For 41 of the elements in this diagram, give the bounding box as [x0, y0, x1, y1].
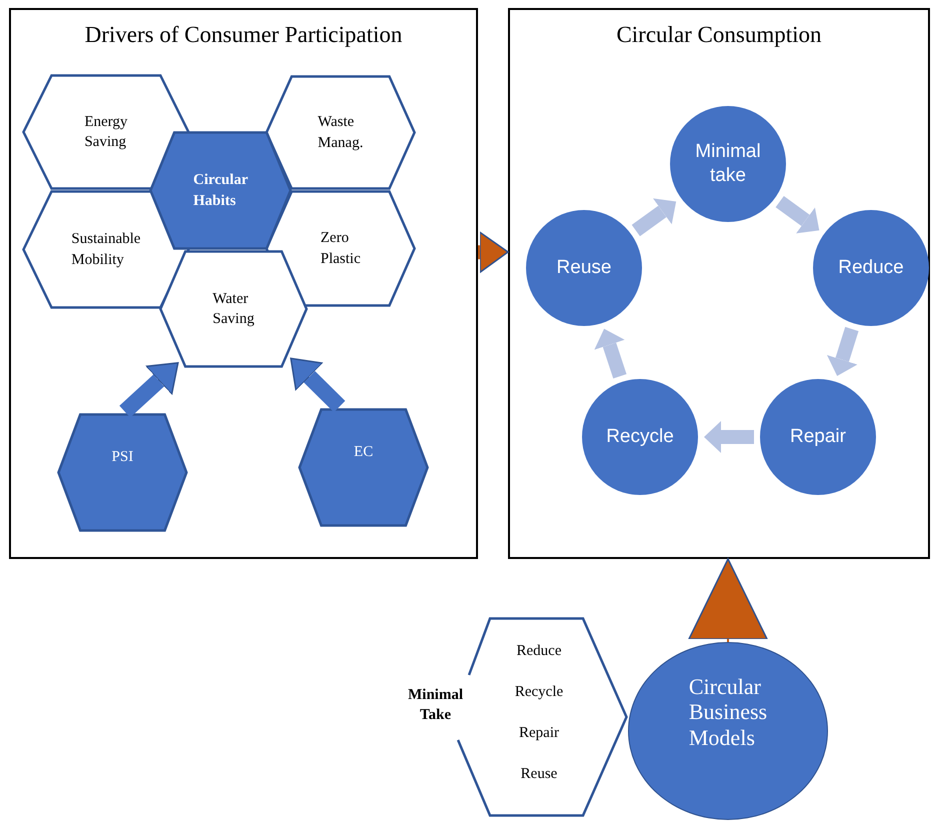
- hexagon: [22, 190, 190, 309]
- hexagon: [159, 250, 308, 368]
- hexagon: [265, 75, 416, 190]
- arrow: [290, 358, 346, 412]
- arrow: [704, 421, 754, 453]
- arrow: [594, 328, 627, 378]
- group-label: Minimal Take: [408, 686, 463, 726]
- node-label: Sustainable Mobility: [71, 230, 141, 270]
- node-label: Minimal take: [695, 140, 761, 188]
- arrow: [119, 362, 179, 418]
- filled-hexagon: [298, 408, 429, 527]
- node-label: Zero Plastic: [320, 229, 360, 268]
- node-label: PSI: [112, 448, 134, 468]
- panel: [9, 8, 478, 559]
- arrow: [478, 232, 509, 273]
- arrow: [826, 326, 859, 376]
- panel: [508, 8, 930, 559]
- filled-hexagon: [57, 413, 188, 532]
- list-item: Reuse: [520, 765, 558, 784]
- hexagon: [265, 190, 416, 307]
- node-label: Reduce: [838, 256, 904, 280]
- panel-title: Circular Consumption: [616, 22, 822, 48]
- node-label: Circular Habits: [193, 171, 248, 210]
- open-hexagon: [406, 617, 628, 817]
- filled-hexagon: [149, 131, 292, 250]
- node-label: Repair: [790, 425, 846, 449]
- list-item: Reduce: [516, 642, 562, 661]
- arrow: [776, 196, 820, 234]
- node-label: Circular Business Models: [688, 674, 768, 750]
- hexagon: [22, 74, 190, 190]
- list-item: Repair: [519, 724, 559, 743]
- node-label: Waste Manag.: [318, 113, 364, 152]
- list-item: Recycle: [514, 683, 564, 702]
- node-label: Recycle: [606, 425, 674, 449]
- panel-title: Drivers of Consumer Participation: [84, 22, 402, 48]
- node-label: EC: [354, 443, 374, 462]
- arrow: [688, 558, 768, 642]
- arrow: [632, 198, 676, 236]
- node-label: Energy Saving: [84, 112, 128, 152]
- node-label: Water Saving: [212, 290, 254, 329]
- node-label: Reuse: [556, 256, 612, 280]
